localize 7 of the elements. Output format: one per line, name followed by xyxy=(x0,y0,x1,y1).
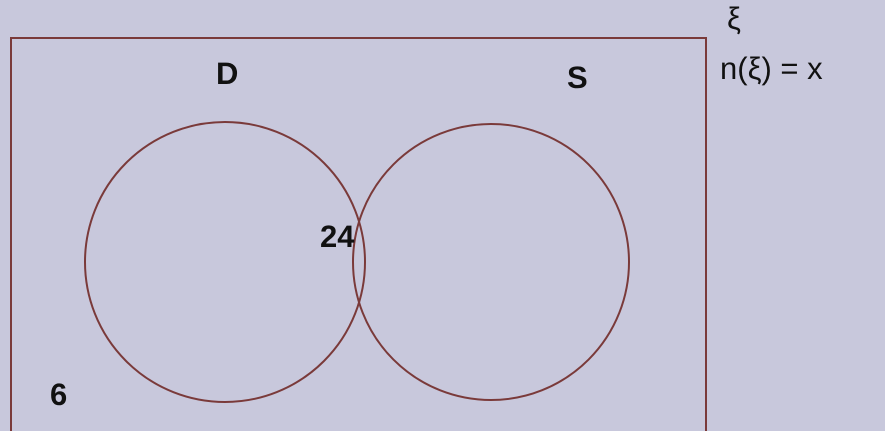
region-count: 6 xyxy=(50,378,68,412)
region-count: 24 xyxy=(320,220,354,254)
set-label: D xyxy=(216,57,238,91)
universal-set-symbol: ξ xyxy=(727,2,741,36)
set-size-note: n(ξ) = x xyxy=(720,52,823,86)
universal-set-rectangle xyxy=(10,37,707,431)
set-label: S xyxy=(567,61,588,95)
